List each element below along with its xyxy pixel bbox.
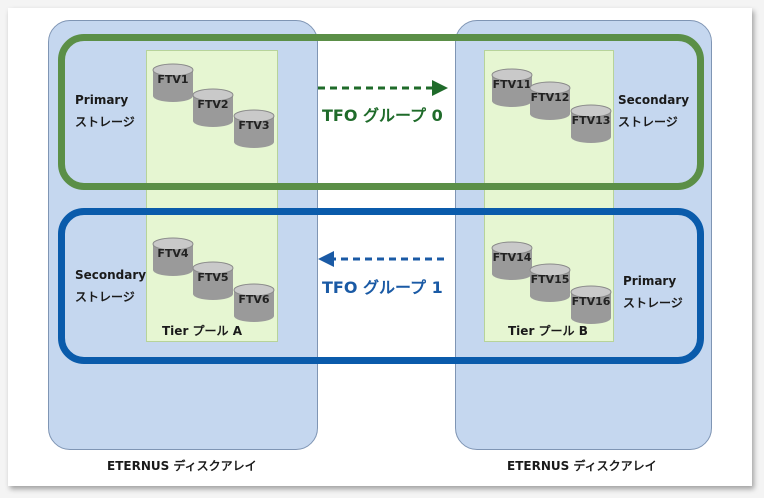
tier-pool-b-label: Tier プール B xyxy=(508,324,588,338)
tfo-group-1-ring xyxy=(58,208,704,364)
role-name: Secondary xyxy=(75,268,147,282)
volume-ftv13: FTV13 xyxy=(569,103,613,145)
volume-label: FTV6 xyxy=(238,293,270,306)
volume-label: FTV1 xyxy=(157,73,189,86)
disk-cylinder-icon xyxy=(570,104,612,143)
volume-ftv16: FTV16 xyxy=(569,284,613,326)
volume-label: FTV2 xyxy=(197,98,229,111)
right-bottom-role-label: Primary ストレージ xyxy=(623,270,683,314)
volume-label: FTV13 xyxy=(571,114,611,127)
role-suffix: ストレージ xyxy=(618,115,678,129)
volume-ftv11: FTV11 xyxy=(490,67,534,109)
right-array-label: ETERNUS ディスクアレイ xyxy=(507,459,657,473)
tfo-group-0-label: TFO グループ 0 xyxy=(322,106,443,125)
volume-label: FTV4 xyxy=(157,247,189,260)
tfo-group-1-label: TFO グループ 1 xyxy=(322,278,443,297)
volume-ftv6: FTV6 xyxy=(232,282,276,324)
volume-label: FTV15 xyxy=(530,273,570,286)
volume-label: FTV11 xyxy=(492,78,532,91)
volume-ftv2: FTV2 xyxy=(191,87,235,129)
role-name: Primary xyxy=(623,274,677,288)
volume-label: FTV16 xyxy=(571,295,611,308)
volume-ftv12: FTV12 xyxy=(528,80,572,122)
disk-cylinder-icon xyxy=(152,237,194,276)
disk-cylinder-icon xyxy=(233,109,275,148)
disk-cylinder-icon xyxy=(529,263,571,302)
left-array-label: ETERNUS ディスクアレイ xyxy=(107,459,257,473)
disk-cylinder-icon xyxy=(192,261,234,300)
volume-label: FTV12 xyxy=(530,91,570,104)
volume-label: FTV14 xyxy=(492,251,532,264)
volume-ftv3: FTV3 xyxy=(232,108,276,150)
role-suffix: ストレージ xyxy=(75,115,135,129)
role-name: Secondary xyxy=(618,93,690,107)
tfo-group-1-arrow xyxy=(318,251,444,267)
volume-ftv15: FTV15 xyxy=(528,262,572,304)
disk-cylinder-icon xyxy=(152,63,194,102)
disk-cylinder-icon xyxy=(192,88,234,127)
volume-label: FTV5 xyxy=(197,271,229,284)
disk-cylinder-icon xyxy=(491,241,533,280)
role-suffix: ストレージ xyxy=(75,290,135,304)
volume-ftv1: FTV1 xyxy=(151,62,195,104)
role-suffix: ストレージ xyxy=(623,296,683,310)
volume-label: FTV3 xyxy=(238,119,270,132)
left-top-role-label: Primary ストレージ xyxy=(75,89,135,133)
disk-cylinder-icon xyxy=(491,68,533,107)
disk-cylinder-icon xyxy=(529,81,571,120)
tfo-group-0-arrow xyxy=(318,80,448,96)
right-top-role-label: Secondary ストレージ xyxy=(618,89,689,133)
tfo-group-0-ring xyxy=(58,34,704,190)
left-bottom-role-label: Secondary ストレージ xyxy=(75,264,146,308)
volume-ftv5: FTV5 xyxy=(191,260,235,302)
volume-ftv4: FTV4 xyxy=(151,236,195,278)
tier-pool-a-label: Tier プール A xyxy=(162,324,242,338)
role-name: Primary xyxy=(75,93,129,107)
disk-cylinder-icon xyxy=(233,283,275,322)
disk-cylinder-icon xyxy=(570,285,612,324)
volume-ftv14: FTV14 xyxy=(490,240,534,282)
